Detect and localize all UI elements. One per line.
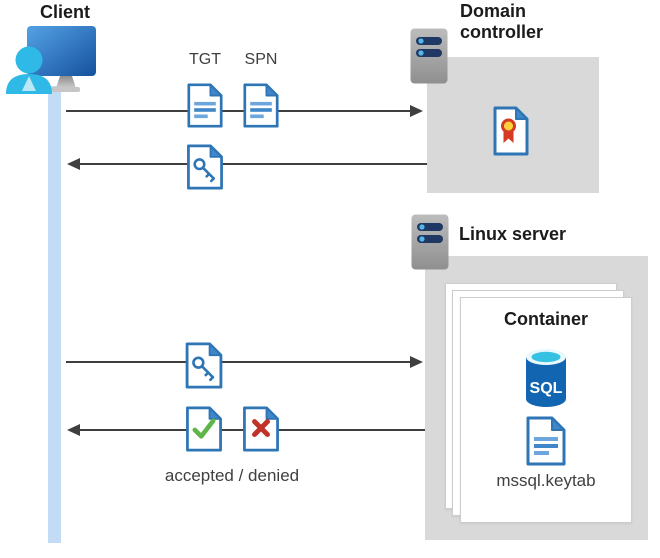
certificate-document-icon xyxy=(493,106,529,156)
keytab-label: mssql.keytab xyxy=(496,471,596,490)
linux-server-icon xyxy=(411,214,449,270)
certificate-seal xyxy=(501,118,516,134)
spn-label: SPN xyxy=(244,51,278,68)
container-title: Container xyxy=(503,309,588,329)
container-card xyxy=(460,297,632,523)
cross-document-icon xyxy=(243,406,279,452)
key-document-icon-2 xyxy=(185,342,223,389)
monitor-screen xyxy=(27,26,96,76)
certificate-ribbon-tails xyxy=(503,130,514,143)
sql-database-icon: SQL xyxy=(526,349,566,407)
key-document-icon xyxy=(187,144,223,190)
spn-document-icon xyxy=(243,83,279,128)
tgt-document-icon xyxy=(187,83,223,128)
cross-mark xyxy=(252,419,270,438)
linux-server-title: Linux server xyxy=(459,224,567,244)
check-document-icon xyxy=(186,406,222,452)
arrow-tgt-spn-request xyxy=(66,105,423,117)
arrow-ticket-response xyxy=(67,158,427,170)
monitor-stand xyxy=(56,76,76,88)
arrow-ticket-request xyxy=(66,356,423,368)
domain-controller-title: Domain controller xyxy=(460,1,544,42)
keytab-document-icon xyxy=(526,416,566,466)
result-label: accepted / denied xyxy=(164,466,300,485)
check-mark xyxy=(192,418,216,439)
person-head xyxy=(15,46,43,74)
client-title: Client xyxy=(39,2,90,22)
monitor-base xyxy=(51,87,80,92)
person-collar xyxy=(22,76,36,91)
domain-controller-server-icon xyxy=(410,28,448,84)
client-lifeline xyxy=(48,86,61,543)
tgt-label: TGT xyxy=(189,51,221,68)
client-computer-icon xyxy=(6,26,96,94)
sql-label: SQL xyxy=(530,380,563,397)
